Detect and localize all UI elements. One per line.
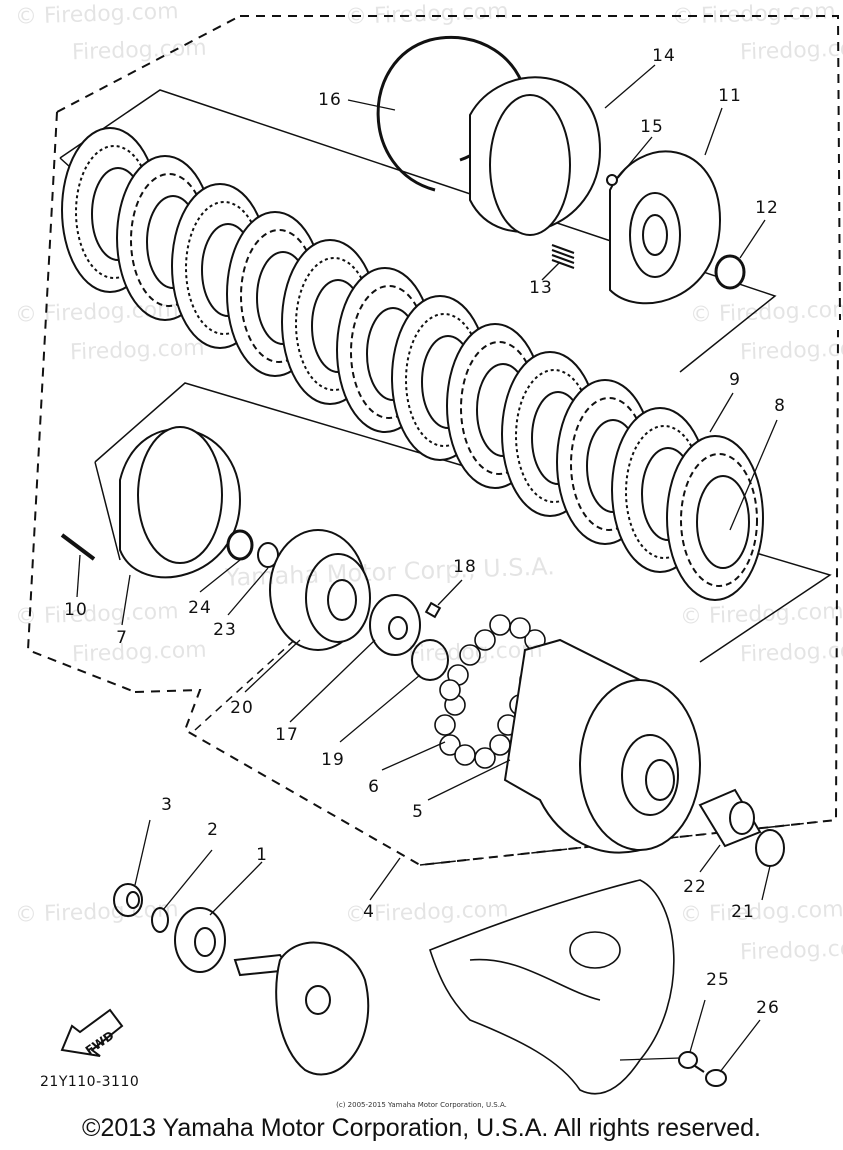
callout-12[interactable]: 12 (755, 198, 779, 218)
hub-frame (194, 634, 837, 866)
pressure-plate-7 (119, 426, 242, 579)
callout-8[interactable]: 8 (774, 396, 786, 416)
callout-13[interactable]: 13 (529, 278, 553, 298)
callout-20[interactable]: 20 (230, 698, 254, 718)
assembly-dashed-boundary (26, 15, 841, 867)
steel-ball (489, 614, 511, 636)
callout-10[interactable]: 10 (64, 600, 88, 620)
primary-driven-gear-20 (269, 529, 371, 651)
callout-1[interactable]: 1 (256, 845, 268, 865)
bolt-26 (694, 1065, 727, 1087)
watermark: © Firedog.com (689, 297, 843, 328)
callout-23[interactable]: 23 (213, 620, 237, 640)
callout-11[interactable]: 11 (718, 86, 742, 106)
callout-17[interactable]: 17 (275, 725, 299, 745)
callout-15[interactable]: 15 (640, 117, 664, 137)
steel-ball (439, 734, 461, 756)
lock-washer-2 (151, 907, 169, 933)
fwd-arrow-icon (60, 1008, 124, 1057)
callout-7[interactable]: 7 (116, 628, 128, 648)
callout-4[interactable]: 4 (363, 902, 375, 922)
watermark: Firedog.com (739, 637, 843, 668)
leader-lines (76, 64, 778, 1073)
ratchet-17 (369, 594, 421, 656)
callout-9[interactable]: 9 (729, 370, 741, 390)
sleeve-22 (698, 788, 762, 848)
clutch-boss-plate-11 (609, 150, 722, 305)
washer-21 (755, 829, 785, 867)
watermark: Firedog.com (71, 637, 208, 668)
footer-copyright: ©2013 Yamaha Motor Corporation, U.S.A. A… (82, 1114, 761, 1142)
steel-ball (474, 629, 496, 651)
clutch-housing-5 (503, 638, 701, 854)
crankcase (429, 879, 675, 1095)
crankshaft-weight (233, 941, 370, 1076)
watermark: Firedog.com (739, 335, 843, 366)
callout-24[interactable]: 24 (188, 598, 212, 618)
spring-13 (551, 244, 575, 269)
steel-ball (509, 617, 531, 639)
watermark: Firedog.com (71, 35, 208, 66)
steel-ball (459, 644, 481, 666)
steel-ball (489, 734, 511, 756)
bearing-24 (226, 529, 254, 561)
circlip-19 (411, 639, 449, 681)
washer-25 (678, 1051, 698, 1069)
callout-14[interactable]: 14 (652, 46, 676, 66)
callout-19[interactable]: 19 (321, 750, 345, 770)
friction-plate-stack (61, 127, 764, 601)
primary-drive-gear-1 (174, 907, 226, 973)
pushrod-10 (60, 533, 96, 561)
watermark: Firedog.com (407, 637, 544, 668)
callout-21[interactable]: 21 (731, 902, 755, 922)
callout-5[interactable]: 5 (412, 802, 424, 822)
callout-6[interactable]: 6 (368, 777, 380, 797)
diagram-code: 21Y110-3110 (40, 1074, 140, 1090)
callout-18[interactable]: 18 (453, 557, 477, 577)
callout-22[interactable]: 22 (683, 877, 707, 897)
ball-15 (606, 174, 618, 186)
callout-26[interactable]: 26 (756, 998, 780, 1018)
steel-ball (434, 714, 456, 736)
key-18 (424, 601, 442, 619)
callout-2[interactable]: 2 (207, 820, 219, 840)
small-copyright: (c) 2005-2015 Yamaha Motor Corporation, … (336, 1101, 507, 1109)
watermark: Firedog.com (739, 35, 843, 66)
steel-ball (439, 679, 461, 701)
clutch-plate-bore (696, 475, 750, 569)
pressure-plate-14 (469, 76, 602, 236)
callout-16[interactable]: 16 (318, 90, 342, 110)
bearing-12 (714, 254, 746, 290)
callout-3[interactable]: 3 (161, 795, 173, 815)
steel-ball (454, 744, 476, 766)
watermark: Firedog.com (69, 335, 206, 366)
nut-3 (113, 883, 143, 917)
callout-25[interactable]: 25 (706, 970, 730, 990)
watermark: Firedog.com (739, 935, 843, 966)
steel-ball (474, 747, 496, 769)
